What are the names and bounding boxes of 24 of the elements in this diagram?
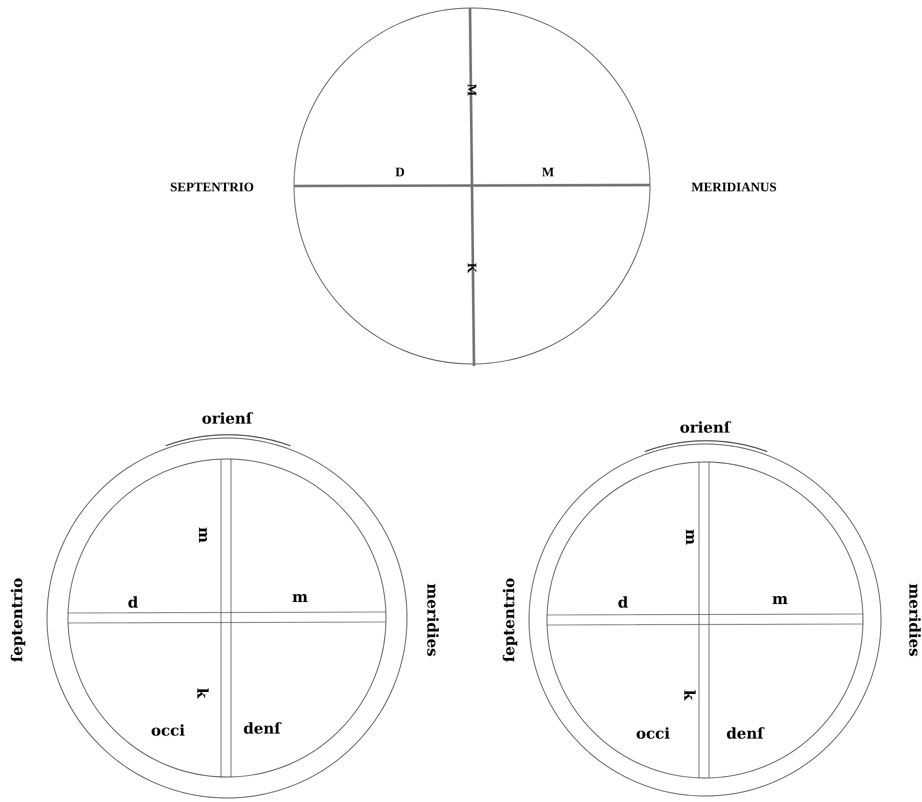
letter-label: k bbox=[197, 688, 209, 698]
direction-label: SEPTENTRIO bbox=[170, 182, 254, 192]
letter-label: D bbox=[396, 168, 404, 176]
direction-label: MERIDIANUS bbox=[692, 182, 776, 192]
letter-label: d bbox=[128, 596, 138, 608]
direction-label: meridies bbox=[427, 584, 439, 656]
letter-label: d bbox=[618, 596, 628, 608]
letter-label: denſ bbox=[244, 722, 282, 734]
direction-label: orienſ bbox=[202, 412, 254, 424]
direction-label: meridies bbox=[909, 584, 921, 656]
letter-label: M bbox=[468, 84, 476, 96]
direction-label: ſeptentrio bbox=[502, 578, 518, 662]
letter-label: k bbox=[684, 690, 696, 700]
letter-label: denſ bbox=[726, 727, 764, 739]
direction-label: orienſ bbox=[680, 421, 732, 433]
letter-label: m bbox=[199, 528, 207, 543]
letter-label: m bbox=[292, 594, 308, 602]
letter-label: occi bbox=[152, 724, 185, 736]
letter-label: K bbox=[468, 263, 476, 273]
letter-label: occi bbox=[636, 727, 670, 739]
letter-label: m bbox=[686, 530, 694, 545]
letter-label: m bbox=[772, 596, 788, 604]
direction-label: ſeptentrio bbox=[10, 578, 26, 662]
letter-label: M bbox=[542, 168, 554, 176]
